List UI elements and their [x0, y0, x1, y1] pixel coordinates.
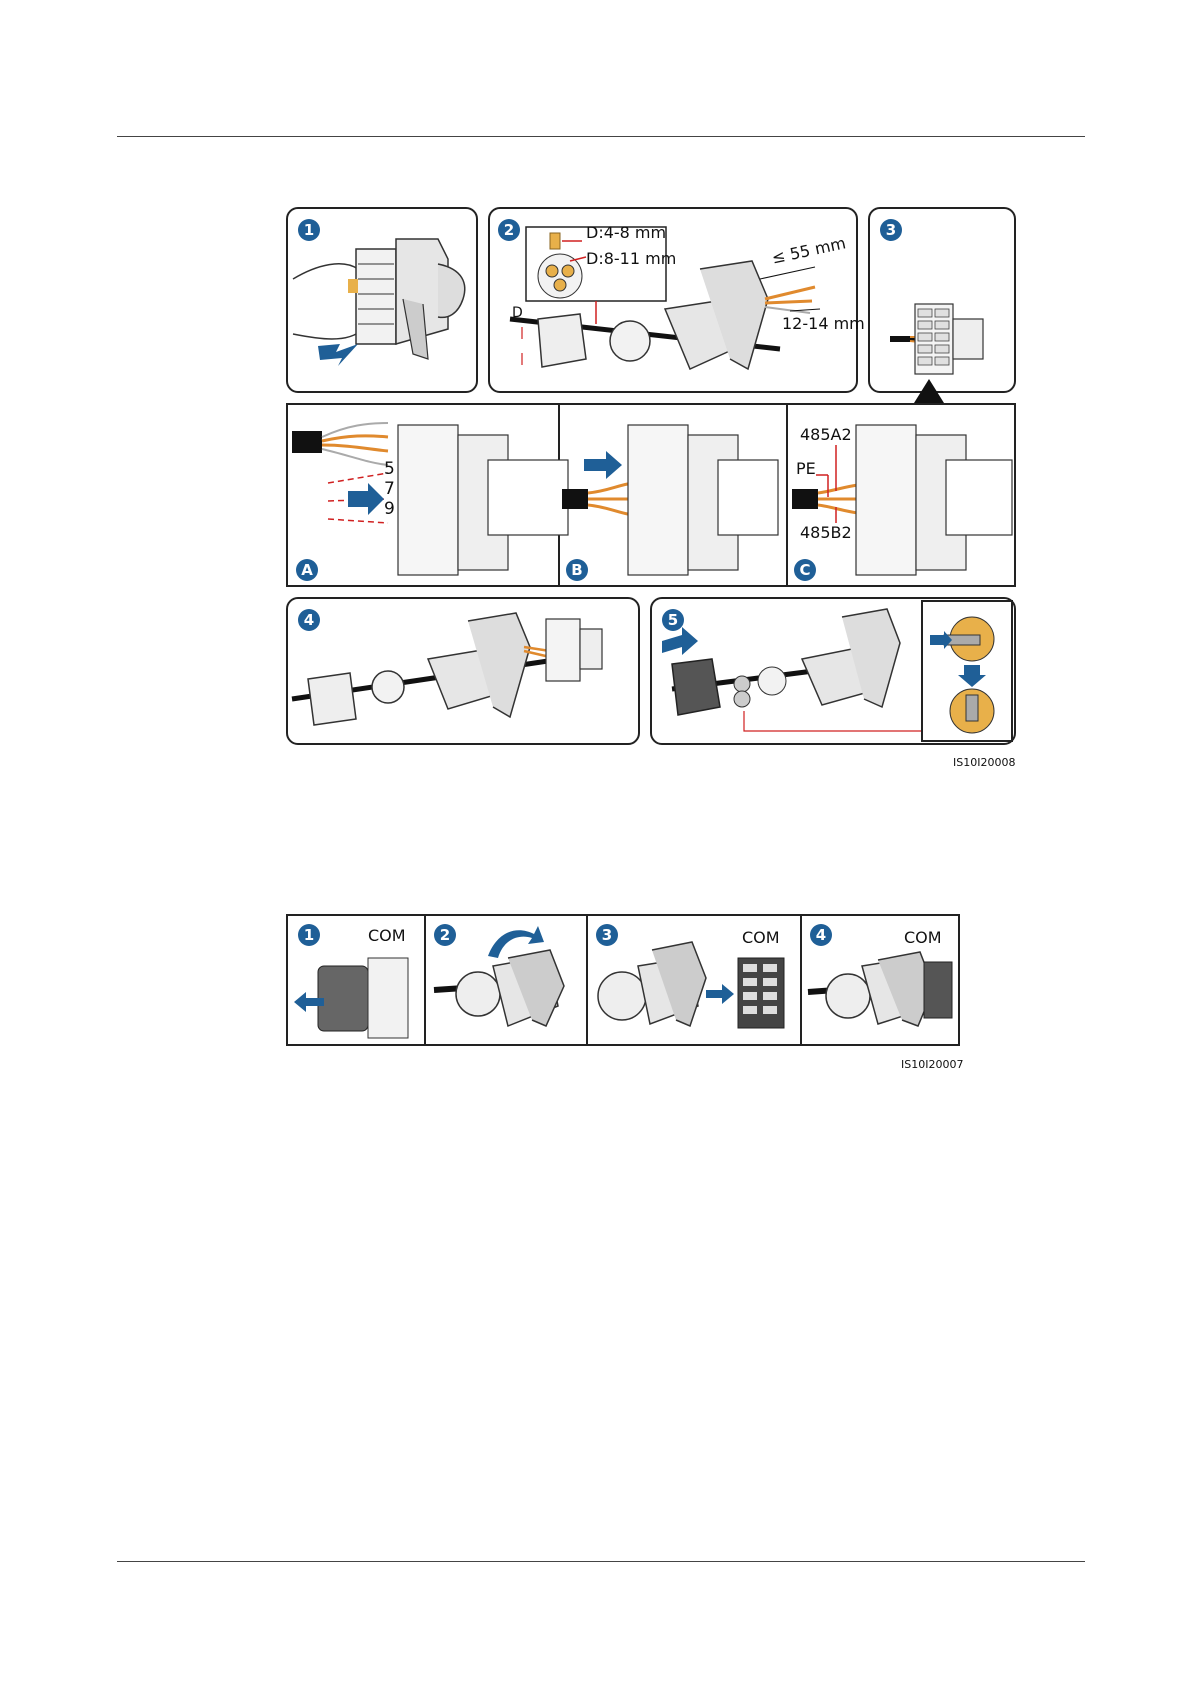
assembly-illustration: [288, 599, 642, 747]
step-4-panel: 4: [286, 597, 640, 745]
step-2-panel: 2 D:4-8 mm D:8-11 mm D ≤ 55 mm 12-14: [488, 207, 858, 393]
install-strip: 1 2 3 4 COM COM COM: [286, 914, 960, 1046]
figure-2-id: IS10I20007: [901, 1058, 963, 1071]
wire-label-pe: PE: [796, 459, 816, 478]
zoom-pointer-icon: [914, 379, 944, 403]
install-step-2-badge: 2: [434, 924, 456, 946]
terminal-inserted-illustration: [870, 209, 1018, 395]
wiring-detail-strip: 5 7 9 485A2 PE 485B2 A B C: [286, 403, 1016, 587]
install-step-1-badge: 1: [298, 924, 320, 946]
step-3-panel: 3: [868, 207, 1016, 393]
wire-label-485b2: 485B2: [800, 523, 852, 542]
com-port-label-4: COM: [904, 928, 942, 947]
install-step-3-badge: 3: [596, 924, 618, 946]
tighten-nut-illustration: [652, 599, 1018, 747]
step-1-panel: 1: [286, 207, 478, 393]
remove-terminal-illustration: [288, 209, 480, 395]
sub-step-b-badge: B: [566, 559, 588, 581]
sub-step-c-badge: C: [794, 559, 816, 581]
diameter-label: D: [512, 305, 523, 321]
seal-small-dim: D:4-8 mm: [586, 223, 666, 242]
figure-1-id: IS10I20008: [953, 756, 1015, 769]
com-port-label-1: COM: [368, 926, 406, 945]
insulation-strip-dim: 12-14 mm: [782, 314, 865, 333]
seal-large-dim: D:8-11 mm: [586, 249, 676, 268]
pin-number-9: 9: [384, 499, 395, 519]
install-step-4-badge: 4: [810, 924, 832, 946]
pin-number-7: 7: [384, 479, 395, 499]
com-port-label-3: COM: [742, 928, 780, 947]
wiring-detail-illustration: [288, 405, 1018, 589]
wire-label-485a2: 485A2: [800, 425, 852, 444]
cable-prep-illustration: [490, 209, 860, 395]
sub-step-a-badge: A: [296, 559, 318, 581]
footer-rule: [117, 1561, 1085, 1562]
header-rule: [117, 136, 1085, 137]
pin-number-5: 5: [384, 459, 395, 479]
step-5-panel: 5: [650, 597, 1016, 745]
